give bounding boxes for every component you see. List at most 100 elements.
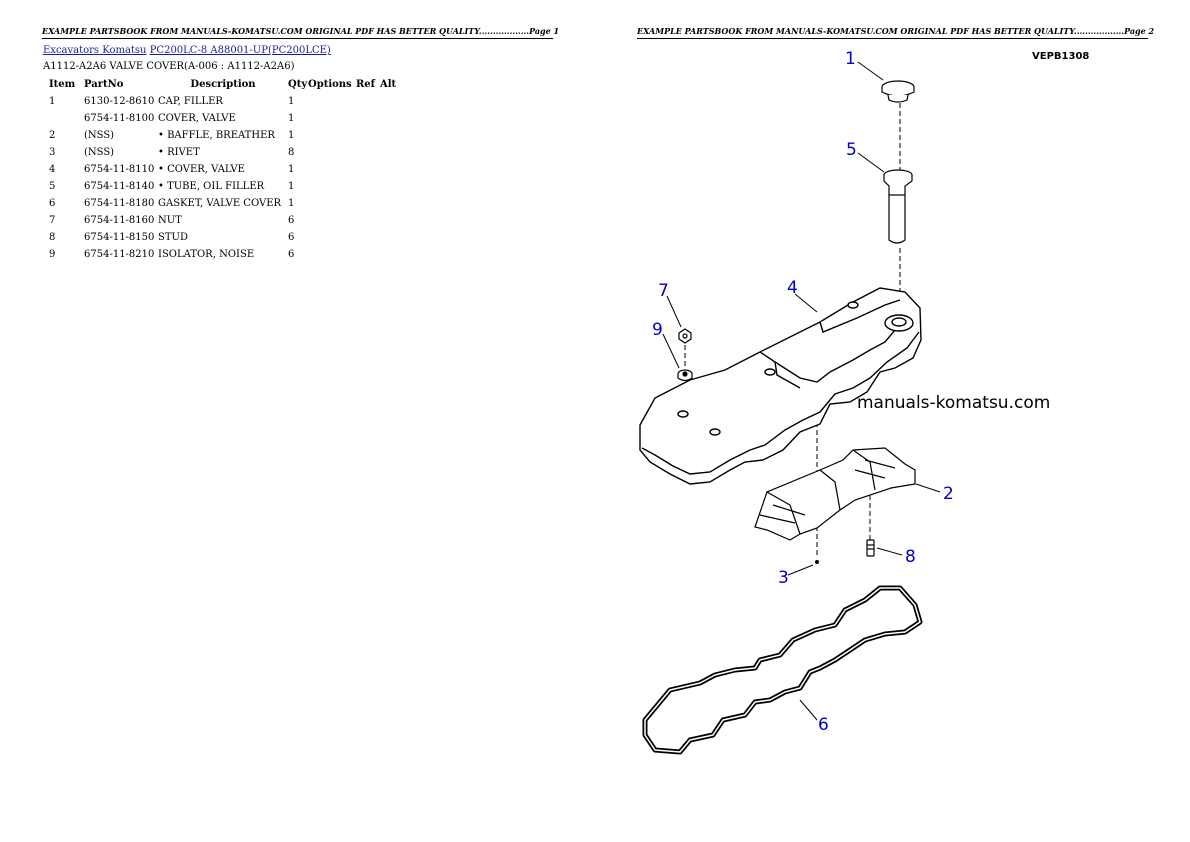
cell-item: 8 [49,232,56,243]
cell-description: GASKET, VALVE COVER [158,198,282,209]
cell-empty [308,178,356,195]
cell-partno: 6754-11-8160 [84,215,155,226]
column-header-ref: Ref [356,79,375,90]
cell-description: • COVER, VALVE [158,164,245,175]
callout-9: 9 [652,320,663,340]
page-2: EXAMPLE PARTSBOOK FROM MANUALS-KOMATSU.C… [595,0,1190,842]
cell-qty: 6 [288,249,295,260]
cell-qty: 1 [288,113,295,124]
isolator-part [677,369,693,382]
page-1-header: EXAMPLE PARTSBOOK FROM MANUALS-KOMATSU.C… [42,26,559,39]
cell-empty [308,127,356,144]
page-1: EXAMPLE PARTSBOOK FROM MANUALS-KOMATSU.C… [42,26,559,263]
cell-item: 1 [49,96,56,107]
cell-qty: 1 [288,164,295,175]
breadcrumb-category-link[interactable]: Excavators Komatsu [43,45,147,56]
exploded-parts-diagram: VEPB1308 [639,49,1089,755]
cell-description: COVER, VALVE [158,113,236,124]
cell-empty [356,110,380,127]
cell-item [43,110,84,127]
cell-empty [356,246,380,263]
cell-empty [356,127,380,144]
parts-table-header-row: Item PartNo Description Qty Options Ref … [43,76,396,93]
oil-filler-tube-part [883,169,913,244]
cell-item: 9 [49,249,56,260]
cap-filler-part [881,80,915,103]
callout-8: 8 [905,547,916,567]
cell-empty [380,110,396,127]
cell-partno: 6754-11-8150 [84,232,155,243]
cell-qty: 1 [288,198,295,209]
cell-item: 5 [49,181,56,192]
cell-empty [380,127,396,144]
table-row: 3 (NSS) • RIVET 8 [43,144,396,161]
valve-cover-part [639,287,922,485]
cell-empty [356,161,380,178]
cell-partno: 6130-12-8610 [84,96,155,107]
cell-empty [356,212,380,229]
cell-qty: 1 [288,181,295,192]
cell-description: ISOLATOR, NOISE [158,249,255,260]
cell-item: 4 [49,164,56,175]
cell-empty [380,144,396,161]
nut-part [678,328,692,344]
baffle-breather-part [754,447,916,541]
cell-description: • RIVET [158,147,200,158]
cell-description: NUT [158,215,182,226]
table-row: 4 6754-11-8110• COVER, VALVE 1 [43,161,396,178]
cell-empty [356,229,380,246]
column-header-alt: Alt [380,79,397,90]
gasket-part [642,585,923,755]
cell-description: CAP, FILLER [158,96,223,107]
callout-2: 2 [943,484,954,504]
breadcrumb-model-link[interactable]: PC200LC-8 A88001-UP(PC200LCE) [149,45,331,56]
cell-empty [308,246,356,263]
cell-empty [308,161,356,178]
cell-empty [380,212,396,229]
cell-empty [380,161,396,178]
callout-7: 7 [658,281,669,301]
section-title: A1112-A2A6 VALVE COVER(A-006 : A1112-A2A… [43,61,295,72]
cell-empty [308,229,356,246]
cell-qty: 1 [288,96,295,107]
cell-partno: 6754-11-8180 [84,198,155,209]
cell-item: 2 [49,130,56,141]
callout-4: 4 [787,278,798,298]
cell-description: • BAFFLE, BREATHER [158,130,275,141]
cell-empty [308,212,356,229]
cell-empty [356,178,380,195]
cell-empty [356,144,380,161]
cell-empty [308,93,356,110]
callout-6: 6 [818,715,829,735]
cell-partno: 6754-11-8140 [84,181,155,192]
cell-qty: 6 [288,232,295,243]
page-2-header: EXAMPLE PARTSBOOK FROM MANUALS-KOMATSU.C… [637,26,1154,39]
column-header-partno: PartNo [84,79,124,90]
cell-partno: 6754-11-8100 [84,113,155,124]
rivet-part [815,560,819,564]
cell-item: 7 [49,215,56,226]
cell-description: STUD [158,232,188,243]
cell-partno: (NSS) [84,147,115,158]
cell-empty [356,93,380,110]
cell-partno: 6754-11-8110 [84,164,155,175]
stud-part [866,539,875,557]
cell-partno: 6754-11-8210 [84,249,155,260]
cell-empty [380,195,396,212]
column-header-item: Item [49,79,76,90]
cell-qty: 8 [288,147,295,158]
breadcrumb: Excavators Komatsu PC200LC-8 A88001-UP(P… [43,45,331,56]
cell-empty [380,178,396,195]
callout-5: 5 [846,140,857,160]
cell-item: 3 [49,147,56,158]
cell-empty [380,229,396,246]
column-header-options: Options [308,79,352,90]
column-header-description: Description [190,79,256,90]
